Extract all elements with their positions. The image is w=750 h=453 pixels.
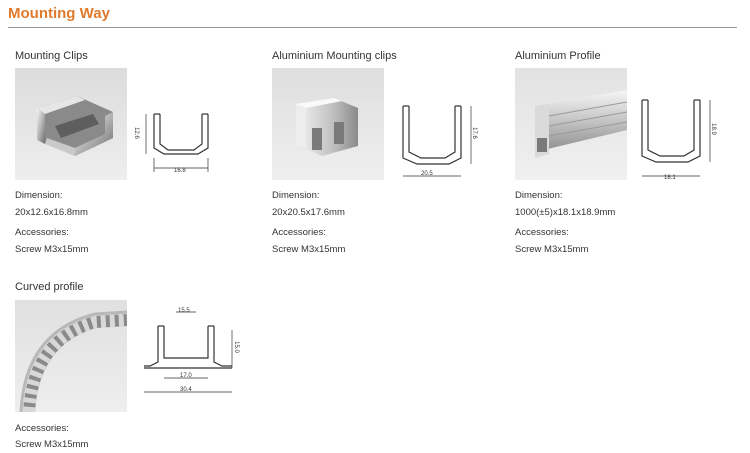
curved-profile-accessories-value: Screw M3x15mm — [15, 439, 89, 450]
aluminium-mounting-clips-width-label: 20.5 — [421, 171, 433, 177]
mounting-clips-width-label: 16.8 — [174, 168, 186, 174]
item-title-curved-profile: Curved profile — [15, 281, 84, 293]
aluminium-profile-photo — [515, 68, 627, 180]
aluminium-profile-dimension-value: 1000(±5)x18.1x18.9mm — [515, 207, 616, 218]
mounting-clips-drawing: 16.8 12.6 — [132, 96, 231, 178]
curved-profile-inner-label: 17.0 — [180, 373, 192, 379]
aluminium-profile-accessories-value: Screw M3x15mm — [515, 244, 589, 255]
curved-profile-bottom-label: 30.4 — [180, 387, 192, 393]
curved-profile-height-label: 15.0 — [232, 341, 239, 353]
mounting-clips-photo — [15, 68, 127, 180]
curved-profile-photo — [15, 300, 127, 412]
aluminium-profile-dimension-label: Dimension: — [515, 190, 563, 201]
aluminium-mounting-clips-dimension-value: 20x20.5x17.6mm — [272, 207, 345, 218]
aluminium-mounting-clips-accessories-value: Screw M3x15mm — [272, 244, 346, 255]
item-title-aluminium-mounting-clips: Aluminium Mounting clips — [272, 50, 397, 62]
aluminium-mounting-clips-height-label: 17.6 — [470, 127, 477, 139]
curved-profile-top-label: 15.5 — [178, 308, 190, 314]
curved-profile-drawing: 15.5 17.0 30.4 15.0 — [136, 306, 246, 398]
curved-profile-accessories-label: Accessories: — [15, 423, 69, 434]
aluminium-mounting-clips-drawing: 20.5 17.6 — [393, 96, 488, 178]
aluminium-profile-height-label: 18.9 — [709, 123, 716, 135]
mounting-clips-dimension-label: Dimension: — [15, 190, 63, 201]
mounting-clips-accessories-value: Screw M3x15mm — [15, 244, 89, 255]
page-title: Mounting Way — [8, 5, 110, 22]
title-divider — [8, 27, 737, 28]
mounting-clips-accessories-label: Accessories: — [15, 227, 69, 238]
mounting-clips-height-label: 12.6 — [132, 127, 139, 139]
aluminium-mounting-clips-photo — [272, 68, 384, 180]
item-title-aluminium-profile: Aluminium Profile — [515, 50, 601, 62]
aluminium-mounting-clips-accessories-label: Accessories: — [272, 227, 326, 238]
aluminium-profile-accessories-label: Accessories: — [515, 227, 569, 238]
aluminium-profile-width-label: 18.1 — [664, 175, 676, 181]
aluminium-profile-drawing: 18.1 18.9 — [636, 96, 731, 182]
aluminium-mounting-clips-dimension-label: Dimension: — [272, 190, 320, 201]
mounting-clips-dimension-value: 20x12.6x16.8mm — [15, 207, 88, 218]
item-title-mounting-clips: Mounting Clips — [15, 50, 88, 62]
